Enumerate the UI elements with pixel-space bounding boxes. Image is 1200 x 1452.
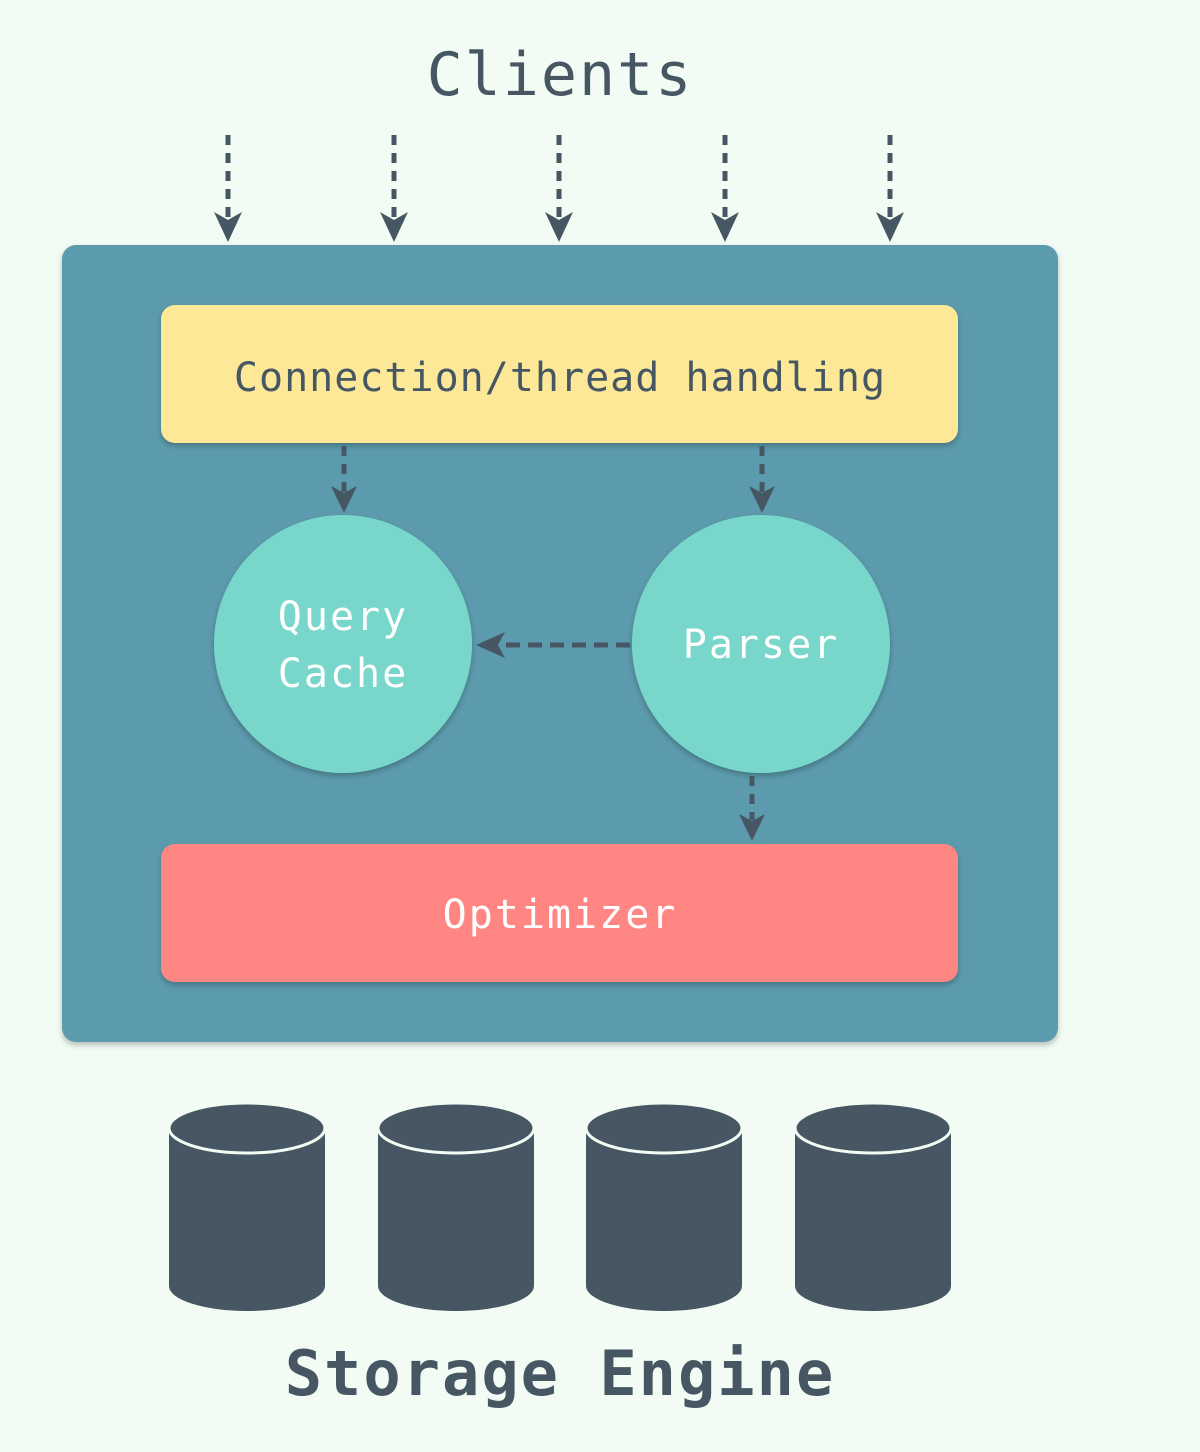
- query-cache-node: Query Cache: [214, 515, 472, 773]
- parser-node: Parser: [632, 515, 890, 773]
- storage-cylinder-1-icon: [167, 1101, 327, 1311]
- connection-handling-box: Connection/thread handling: [161, 305, 958, 443]
- parser-to-optimizer-arrow: [739, 776, 765, 841]
- parser-label: Parser: [683, 622, 840, 668]
- storage-engine-title: Storage Engine: [285, 1337, 836, 1410]
- storage-cylinder-2-icon: [376, 1101, 536, 1311]
- query-cache-label-line2: Cache: [278, 651, 408, 697]
- client-arrow-2: [380, 135, 408, 242]
- parser-to-query-cache-arrow: [476, 632, 630, 658]
- clients-title: Clients: [427, 40, 694, 110]
- query-cache-label-line1: Query: [278, 594, 408, 640]
- storage-cylinder-4-icon: [793, 1101, 953, 1311]
- connection-to-query-cache-arrow: [331, 446, 357, 513]
- client-arrow-5: [876, 135, 904, 242]
- client-arrow-4: [711, 135, 739, 242]
- connection-handling-label: Connection/thread handling: [234, 355, 886, 401]
- client-arrow-1: [214, 135, 242, 242]
- storage-engine-cylinders: [167, 1101, 953, 1311]
- optimizer-label: Optimizer: [443, 892, 678, 938]
- client-arrows: [214, 135, 904, 242]
- client-arrow-3: [545, 135, 573, 242]
- optimizer-box: Optimizer: [161, 844, 958, 982]
- connection-to-parser-arrow: [749, 446, 775, 513]
- storage-cylinder-3-icon: [584, 1101, 744, 1311]
